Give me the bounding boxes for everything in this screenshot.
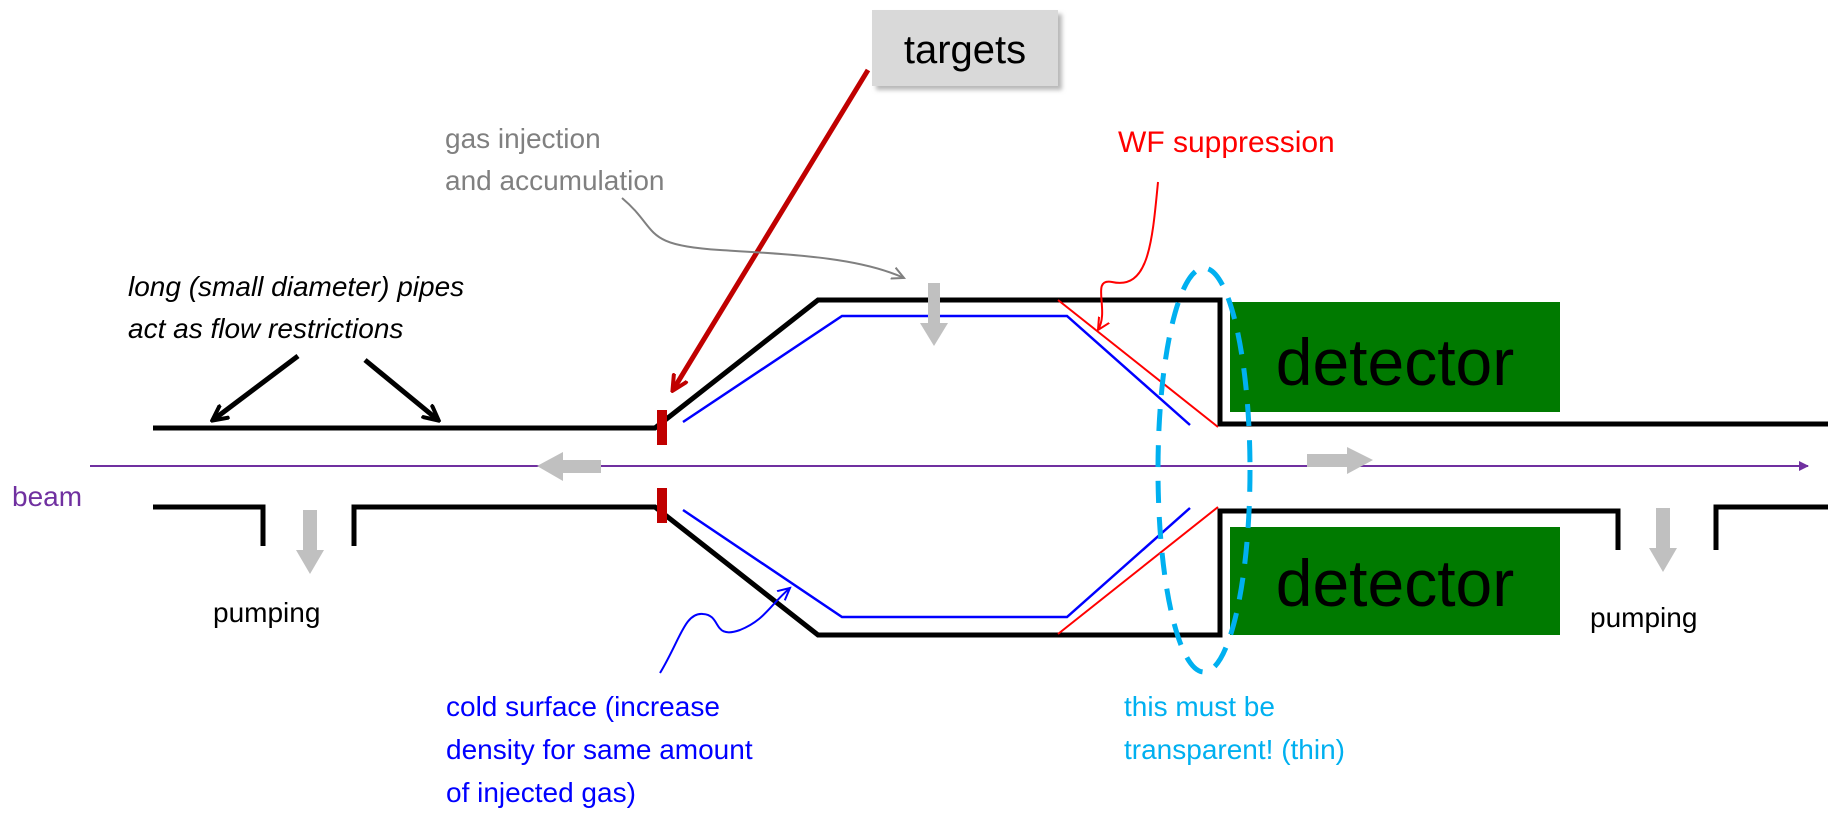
- pipes-arrow-right: [363, 358, 438, 420]
- targets-label: targets: [904, 28, 1026, 72]
- transparent-label-line1: this must be: [1124, 691, 1275, 722]
- pipe-upper-wall: [153, 297, 1828, 431]
- gas-injection-label-line2: and accumulation: [445, 165, 664, 196]
- wf-suppression-upper: [1057, 299, 1219, 428]
- pumping-arrow-left: [296, 510, 324, 574]
- target-lower: [657, 488, 667, 523]
- cold-surface-pointer: [659, 588, 790, 674]
- detector-bottom: detector: [1230, 527, 1560, 635]
- detector-bottom-label: detector: [1276, 546, 1514, 620]
- beam-label: beam: [12, 481, 82, 512]
- cold-surface-label-line3: of injected gas): [446, 777, 636, 808]
- target-upper: [657, 410, 667, 445]
- cold-surface-lower: [682, 507, 1191, 619]
- targets-callout: targets: [872, 10, 1058, 86]
- targets-label-box: [872, 10, 1058, 86]
- pumping-arrow-right: [1649, 508, 1677, 572]
- gas-injection-label-line1: gas injection: [445, 123, 601, 154]
- transparent-region-ellipse: [1155, 265, 1253, 675]
- gas-injection-arrow: [920, 283, 948, 346]
- pipes-label-line1: long (small diameter) pipes: [128, 271, 464, 302]
- detector-top: detector: [1230, 302, 1560, 412]
- pipes-arrow-left: [213, 354, 300, 420]
- pipe-lower-wall-center: [351, 504, 1621, 638]
- cold-surface-label-line1: cold surface (increase: [446, 691, 720, 722]
- pipe-lower-wall-left: [153, 504, 266, 546]
- targets-arrow: [673, 68, 871, 390]
- flow-arrow-right: [1307, 447, 1373, 474]
- gas-injection-pointer: [621, 197, 904, 278]
- cold-surface-upper: [682, 314, 1191, 426]
- detector-top-label: detector: [1276, 325, 1514, 399]
- wf-suppression-lower: [1057, 506, 1219, 635]
- pipe-lower-wall-right: [1713, 504, 1828, 550]
- transparent-label-line2: transparent! (thin): [1124, 734, 1345, 765]
- pipes-label-line2: act as flow restrictions: [128, 313, 403, 344]
- pumping-left-label: pumping: [213, 597, 320, 628]
- wf-suppression-label: WF suppression: [1118, 126, 1335, 159]
- flow-arrow-left: [537, 452, 601, 481]
- pumping-right-label: pumping: [1590, 602, 1697, 633]
- cold-surface-label-line2: density for same amount: [446, 734, 753, 765]
- wf-suppression-pointer: [1098, 181, 1159, 330]
